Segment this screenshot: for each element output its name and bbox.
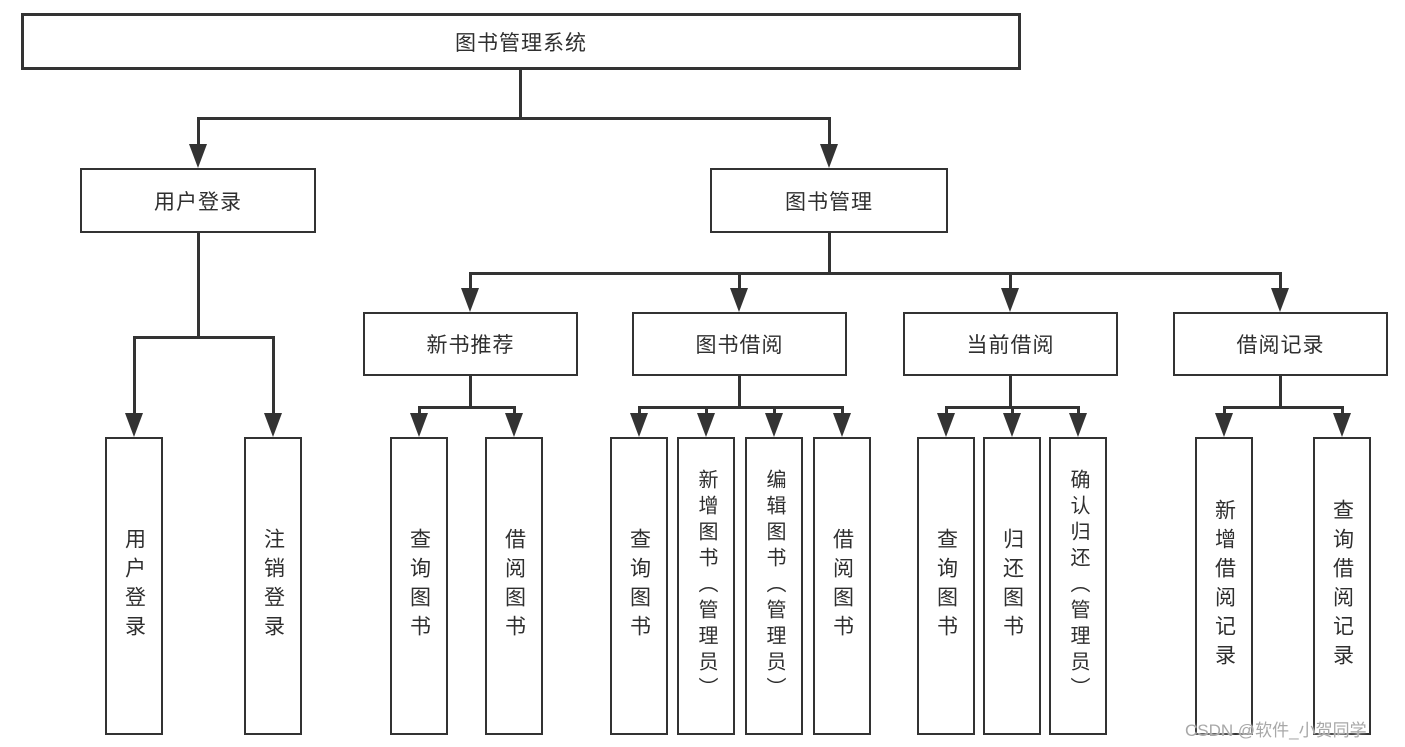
connector-vline — [738, 273, 741, 290]
node-label: 图书借阅 — [695, 334, 784, 357]
connector-vline — [418, 407, 421, 417]
connector-hline — [418, 406, 516, 409]
leaf-borrow-books: 借阅图书 — [813, 437, 871, 735]
arrow-down-icon — [730, 288, 748, 312]
connector-vline — [197, 118, 200, 146]
arrow-down-icon — [1069, 413, 1087, 437]
connector-vline — [705, 407, 708, 417]
connector-vline — [828, 233, 831, 273]
connector-vline — [841, 407, 844, 417]
node-user-login: 用户登录 — [80, 168, 316, 233]
node-label: 用户登录 — [154, 190, 242, 214]
leaf-query-books-borrow: 查询图书 — [610, 437, 668, 735]
leaf-user-login: 用户登录 — [105, 437, 163, 735]
connector-vline — [197, 233, 200, 337]
connector-vline — [1279, 273, 1282, 290]
connector-vline — [828, 118, 831, 146]
leaf-add-borrow-record: 新增借阅记录 — [1195, 437, 1253, 735]
connector-vline — [1077, 407, 1080, 417]
connector-vline — [638, 407, 641, 417]
leaf-edit-books-admin: 编辑图书（管理员） — [745, 437, 803, 735]
arrow-down-icon — [1003, 413, 1021, 437]
arrow-down-icon — [1215, 413, 1233, 437]
arrow-down-icon — [461, 288, 479, 312]
node-current-borrow: 当前借阅 — [903, 312, 1118, 376]
node-new-book-recommend: 新书推荐 — [363, 312, 578, 376]
arrow-down-icon — [264, 413, 282, 437]
connector-vline — [945, 407, 948, 417]
leaf-query-books-current: 查询图书 — [917, 437, 975, 735]
arrow-down-icon — [630, 413, 648, 437]
arrow-down-icon — [410, 413, 428, 437]
arrow-down-icon — [1271, 288, 1289, 312]
arrow-down-icon — [937, 413, 955, 437]
connector-hline — [638, 406, 844, 409]
connector-vline — [1009, 273, 1012, 290]
leaf-return-books: 归还图书 — [983, 437, 1041, 735]
connector-vline — [773, 407, 776, 417]
connector-vline — [1279, 376, 1282, 407]
node-book-management: 图书管理 — [710, 168, 948, 233]
connector-vline — [272, 337, 275, 415]
csdn-watermark: CSDN @软件_小贺同学 — [1185, 721, 1367, 740]
connector-vline — [469, 273, 472, 290]
connector-vline — [1011, 407, 1014, 417]
node-label: 借阅记录 — [1236, 334, 1325, 357]
arrow-down-icon — [765, 413, 783, 437]
leaf-logout: 注销登录 — [244, 437, 302, 735]
node-library-system: 图书管理系统 — [21, 13, 1021, 70]
connector-vline — [1009, 376, 1012, 407]
arrow-down-icon — [125, 413, 143, 437]
node-book-borrow: 图书借阅 — [632, 312, 847, 376]
connector-vline — [519, 70, 522, 118]
connector-vline — [513, 407, 516, 417]
connector-hline — [197, 117, 831, 120]
arrow-down-icon — [833, 413, 851, 437]
connector-vline — [738, 376, 741, 407]
connector-vline — [469, 376, 472, 407]
arrow-down-icon — [505, 413, 523, 437]
node-label: 图书管理系统 — [455, 31, 587, 55]
connector-hline — [133, 336, 275, 339]
arrow-down-icon — [1333, 413, 1351, 437]
leaf-borrow-books-recommend: 借阅图书 — [485, 437, 543, 735]
connector-hline — [469, 272, 1282, 275]
leaf-add-books-admin: 新增图书（管理员） — [677, 437, 735, 735]
node-label: 图书管理 — [785, 190, 873, 214]
arrow-down-icon — [697, 413, 715, 437]
arrow-down-icon — [1001, 288, 1019, 312]
connector-hline — [1223, 406, 1344, 409]
connector-vline — [1341, 407, 1344, 417]
connector-vline — [1223, 407, 1226, 417]
node-label: 当前借阅 — [966, 334, 1055, 357]
leaf-confirm-return-admin: 确认归还（管理员） — [1049, 437, 1107, 735]
leaf-query-borrow-record: 查询借阅记录 — [1313, 437, 1371, 735]
node-label: 新书推荐 — [426, 334, 515, 357]
leaf-query-books-recommend: 查询图书 — [390, 437, 448, 735]
arrow-down-icon — [820, 144, 838, 168]
arrow-down-icon — [189, 144, 207, 168]
connector-vline — [133, 337, 136, 415]
node-borrow-records: 借阅记录 — [1173, 312, 1388, 376]
